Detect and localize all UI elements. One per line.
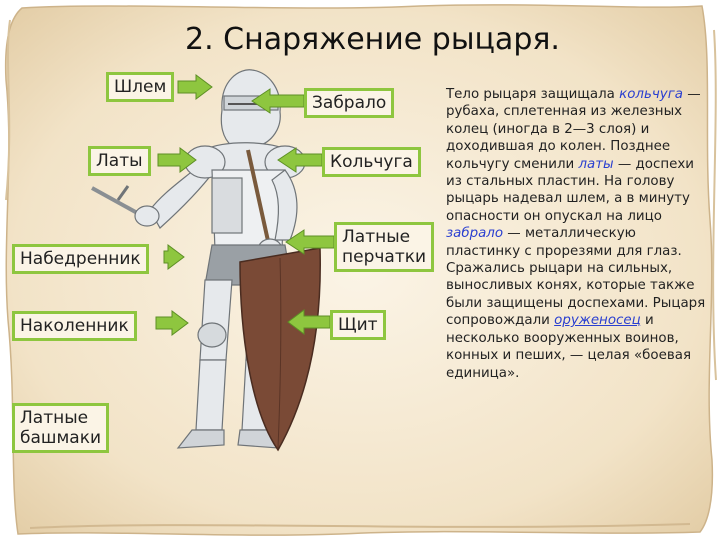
arrow-shield-icon <box>287 309 331 335</box>
label-knee: Наколенник <box>12 311 137 341</box>
label-cuisse: Набедренник <box>12 244 149 274</box>
text-part: — рубаха, сплетенная из железных колец (… <box>446 87 701 172</box>
label-boots: Латные башмаки <box>12 403 110 453</box>
arrow-visor-icon <box>251 88 305 114</box>
label-boots-line-2: башмаки <box>20 428 102 448</box>
arrow-gauntlets-icon <box>285 229 335 255</box>
text-part: Тело рыцаря защищала <box>446 87 620 102</box>
shield-shape <box>239 247 321 452</box>
arrow-mail-icon <box>277 147 323 173</box>
label-plate: Латы <box>88 146 151 176</box>
arrow-helmet-icon <box>177 74 213 100</box>
term-mail: кольчуга <box>619 87 683 102</box>
text-part: и несколько вооруженных воинов, конных и… <box>446 313 692 381</box>
description-text: Тело рыцаря защищала кольчуга — рубаха, … <box>446 86 714 382</box>
arrow-plate-icon <box>157 147 197 173</box>
label-gauntlets-line-1: Латные <box>342 227 411 247</box>
label-boots-line-1: Латные <box>20 408 89 428</box>
term-visor: забрало <box>446 226 504 242</box>
label-visor: Забрало <box>304 88 395 118</box>
label-helmet: Шлем <box>106 72 175 102</box>
text-part: — доспехи из стальных пластин. На голову… <box>446 156 694 224</box>
arrow-cuisse-icon <box>163 244 185 270</box>
slide-title: 2. Снаряжение рыцаря. <box>185 22 560 57</box>
arrow-knee-icon <box>155 310 189 336</box>
text-part: — металлическую пластинку с прорезями дл… <box>446 226 706 329</box>
label-shield: Щит <box>330 310 386 340</box>
term-plate: латы <box>578 156 614 172</box>
label-mail: Кольчуга <box>322 147 421 177</box>
term-squire: оруженосец <box>554 313 641 329</box>
label-gauntlets-line-2: перчатки <box>342 247 427 267</box>
label-gauntlets: Латные перчатки <box>334 222 435 272</box>
